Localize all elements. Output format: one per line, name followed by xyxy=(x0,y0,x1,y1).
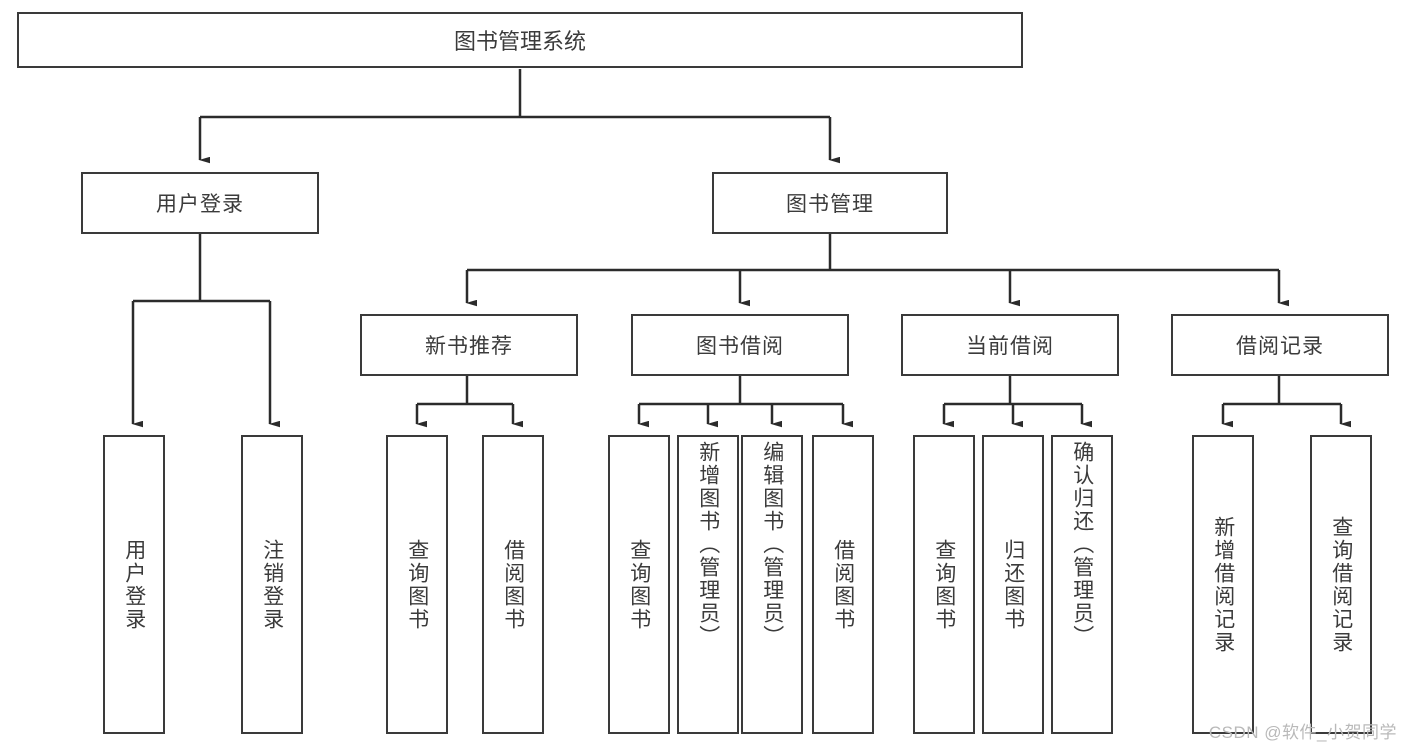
leaf-label: 确认归还（管理员） xyxy=(1070,441,1094,648)
watermark: CSDN @软件_小贺同学 xyxy=(1208,723,1397,742)
leaf-logout[interactable]: 注销登录 xyxy=(241,435,303,734)
node-book-borrow[interactable]: 图书借阅 xyxy=(631,314,849,376)
node-label: 用户登录 xyxy=(156,193,244,216)
leaf-edit-book-admin[interactable]: 编辑图书（管理员） xyxy=(741,435,803,734)
leaf-label: 注销登录 xyxy=(260,538,284,631)
node-new-book-recommend[interactable]: 新书推荐 xyxy=(360,314,578,376)
leaf-label: 查询图书 xyxy=(932,538,956,631)
leaf-borrow-books-recommend[interactable]: 借阅图书 xyxy=(482,435,544,734)
leaf-confirm-return-admin[interactable]: 确认归还（管理员） xyxy=(1051,435,1113,734)
leaf-label: 新增图书（管理员） xyxy=(696,441,720,648)
leaf-label: 归还图书 xyxy=(1001,538,1025,631)
leaf-label: 查询图书 xyxy=(627,538,651,631)
leaf-add-borrow-record[interactable]: 新增借阅记录 xyxy=(1192,435,1254,734)
leaf-label: 编辑图书（管理员） xyxy=(760,441,784,648)
leaf-query-borrow-record[interactable]: 查询借阅记录 xyxy=(1310,435,1372,734)
leaf-label: 用户登录 xyxy=(122,538,146,631)
leaf-label: 查询图书 xyxy=(405,538,429,631)
leaf-label: 借阅图书 xyxy=(501,538,525,631)
node-borrow-records[interactable]: 借阅记录 xyxy=(1171,314,1389,376)
leaf-return-books[interactable]: 归还图书 xyxy=(982,435,1044,734)
leaf-label: 新增借阅记录 xyxy=(1211,515,1235,654)
node-label: 图书管理 xyxy=(786,193,874,216)
leaf-label: 借阅图书 xyxy=(831,538,855,631)
leaf-add-book-admin[interactable]: 新增图书（管理员） xyxy=(677,435,739,734)
node-label: 借阅记录 xyxy=(1236,335,1324,358)
leaf-label: 查询借阅记录 xyxy=(1329,515,1353,654)
node-book-management[interactable]: 图书管理 xyxy=(712,172,948,234)
leaf-borrow-books[interactable]: 借阅图书 xyxy=(812,435,874,734)
leaf-query-books-current[interactable]: 查询图书 xyxy=(913,435,975,734)
node-label: 当前借阅 xyxy=(966,335,1054,358)
node-user-login[interactable]: 用户登录 xyxy=(81,172,319,234)
node-root-system[interactable]: 图书管理系统 xyxy=(17,12,1023,68)
leaf-query-books-borrow[interactable]: 查询图书 xyxy=(608,435,670,734)
node-current-borrow[interactable]: 当前借阅 xyxy=(901,314,1119,376)
leaf-query-books-recommend[interactable]: 查询图书 xyxy=(386,435,448,734)
node-label: 新书推荐 xyxy=(425,335,513,358)
node-label: 图书管理系统 xyxy=(453,29,586,54)
leaf-user-login[interactable]: 用户登录 xyxy=(103,435,165,734)
node-label: 图书借阅 xyxy=(696,335,784,358)
